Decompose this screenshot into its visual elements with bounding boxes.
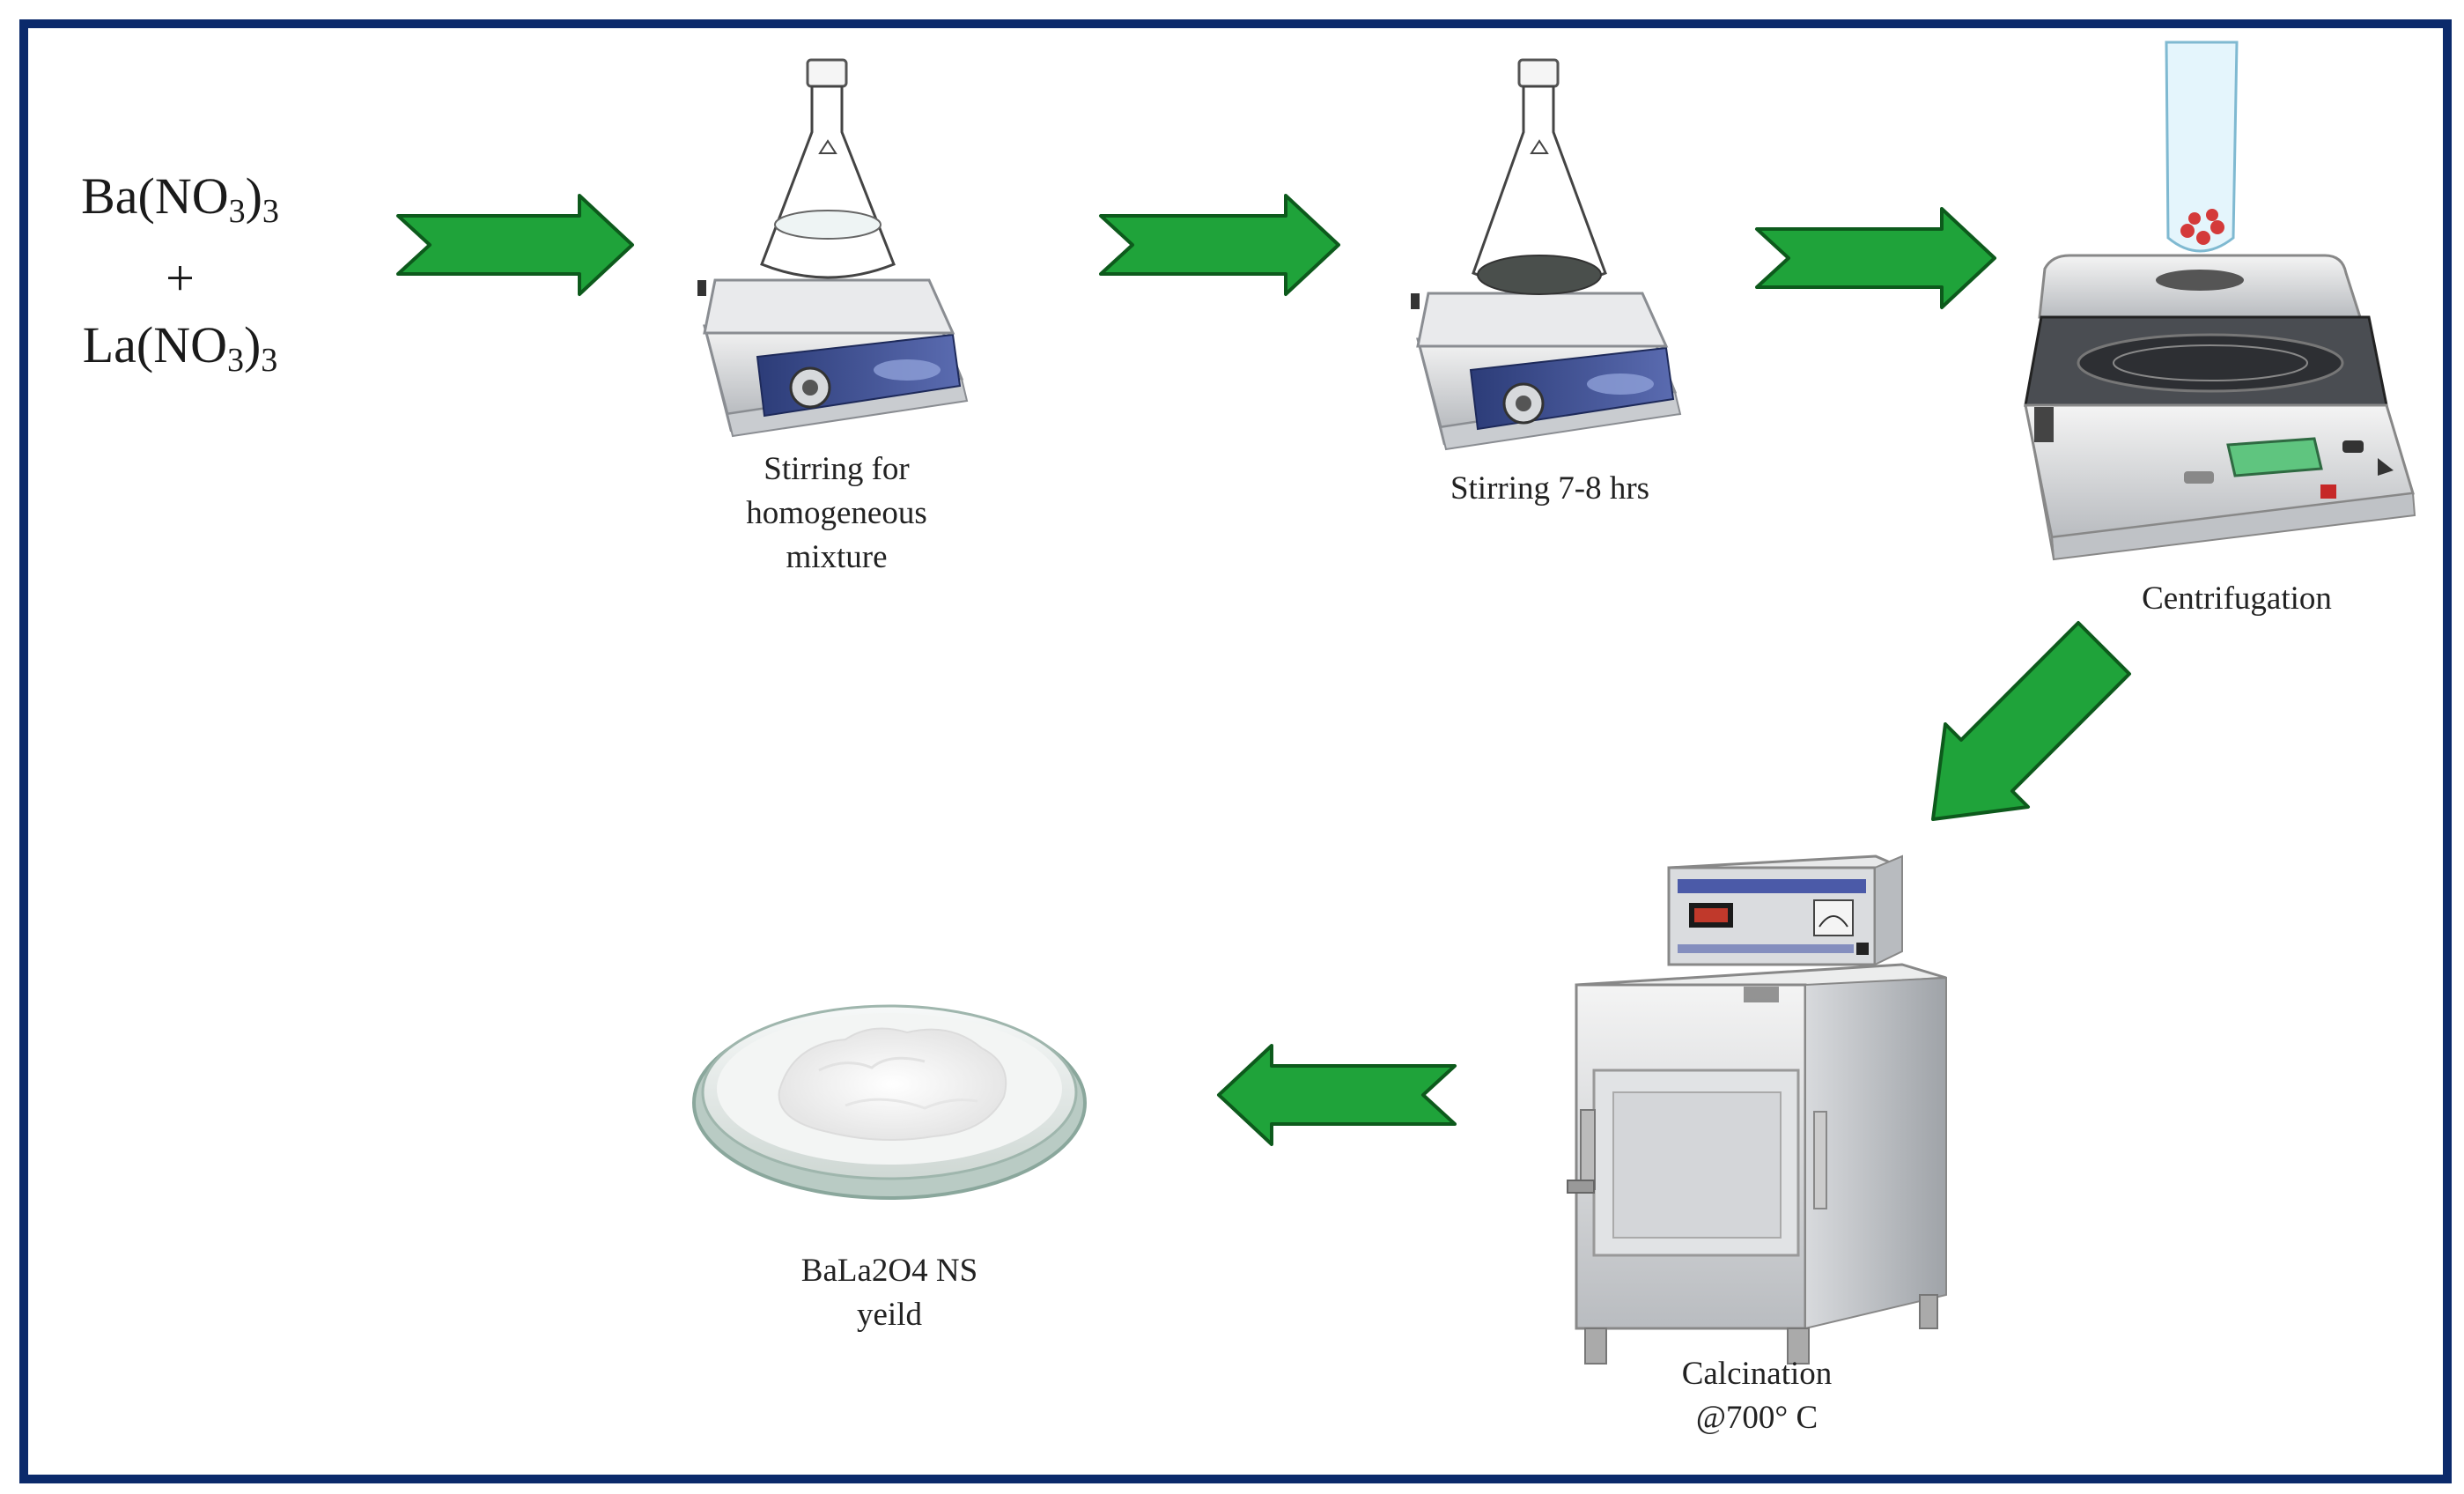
arrow-5 (1217, 1044, 1457, 1146)
arrow-4 (1931, 621, 2131, 821)
reactant-la-nitrate: La(NO3)3 (82, 316, 278, 379)
step-label-centrifugation: Centrifugation (2142, 581, 2332, 617)
step-label-stirring-1: Stirring for homogeneous mixture (746, 451, 927, 575)
muffle-furnace (1567, 854, 1947, 1365)
petri-dish-powder (692, 1004, 1087, 1200)
hotplate-stirrer-2 (1411, 292, 1682, 451)
flask-2 (1472, 58, 1607, 295)
step-label-product: BaLa2O4 NS yeild (800, 1253, 978, 1333)
reactants-label: Ba(NO3)3 + La(NO3)3 (55, 163, 306, 394)
arrow-1 (396, 194, 634, 296)
flask-1 (760, 58, 896, 279)
step-label-stirring-2: Stirring 7-8 hrs (1450, 470, 1650, 507)
arrow-3 (1755, 207, 1996, 309)
step-label-calcination: Calcination @700° C (1681, 1356, 1833, 1436)
arrow-2 (1099, 194, 1340, 296)
reactant-ba-nitrate: Ba(NO3)3 (81, 167, 279, 230)
centrifuge (2024, 41, 2416, 561)
hotplate-stirrer-1 (697, 278, 969, 438)
plus-sign: + (166, 249, 195, 307)
